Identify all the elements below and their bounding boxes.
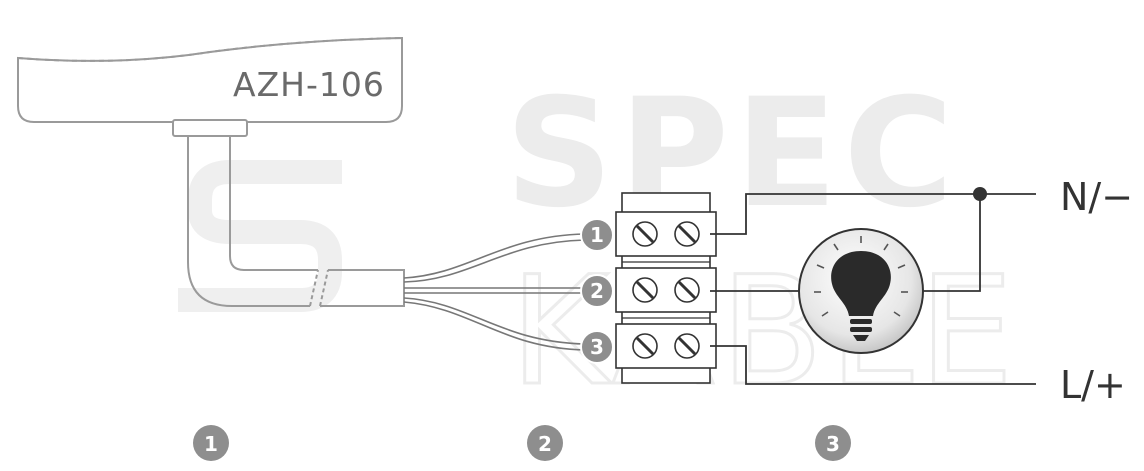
- lamp-return-wire: [922, 194, 981, 292]
- live-wire: [710, 345, 1036, 385]
- svg-text:2: 2: [590, 279, 604, 303]
- svg-text:1: 1: [590, 223, 604, 247]
- screw-icon: [632, 221, 658, 247]
- wire-3b: [403, 301, 586, 351]
- terminal-badges: 1 2 3: [580, 218, 614, 364]
- screw-icon: [674, 221, 700, 247]
- svg-text:1: 1: [204, 432, 218, 456]
- cable-gland: [172, 119, 248, 137]
- svg-text:3: 3: [590, 335, 604, 359]
- legend-badges: 1 2 3: [193, 425, 851, 461]
- terminal-badge-3: 3: [580, 330, 614, 364]
- svg-text:3: 3: [826, 432, 840, 456]
- wire-1: [403, 233, 586, 279]
- wire-3: [403, 297, 586, 345]
- screw-icon: [632, 333, 658, 359]
- terminal-badge-2: 2: [580, 274, 614, 308]
- sensor-device: AZH-106: [17, 36, 403, 137]
- watermark-text-kable: KABLE: [510, 245, 1020, 419]
- terminal-block: [615, 192, 717, 384]
- screw-icon: [674, 277, 700, 303]
- legend-badge-1: 1: [193, 425, 229, 461]
- device-model-label: AZH-106: [233, 65, 385, 104]
- lightbulb-icon: [814, 236, 908, 341]
- legend-badge-3: 3: [815, 425, 851, 461]
- wire-1b: [403, 239, 586, 283]
- sensor-wires: [403, 233, 586, 351]
- watermark-text-spec: SPEC: [505, 67, 960, 241]
- legend-badge-2: 2: [527, 425, 563, 461]
- lamp: [798, 228, 924, 354]
- screw-icon: [632, 277, 658, 303]
- watermark-logo: [178, 160, 342, 312]
- output-circuit: [710, 193, 1036, 385]
- device-cut-edge: [17, 37, 403, 62]
- live-label: L/+: [1060, 363, 1126, 407]
- neutral-label: N/−: [1060, 175, 1133, 219]
- sensor-cable: [187, 136, 405, 307]
- screw-icon: [674, 333, 700, 359]
- terminal-screws: [632, 221, 700, 359]
- junction-dot: [973, 187, 987, 201]
- neutral-wire: [710, 193, 1036, 235]
- svg-text:2: 2: [538, 432, 552, 456]
- terminal-badge-1: 1: [580, 218, 614, 252]
